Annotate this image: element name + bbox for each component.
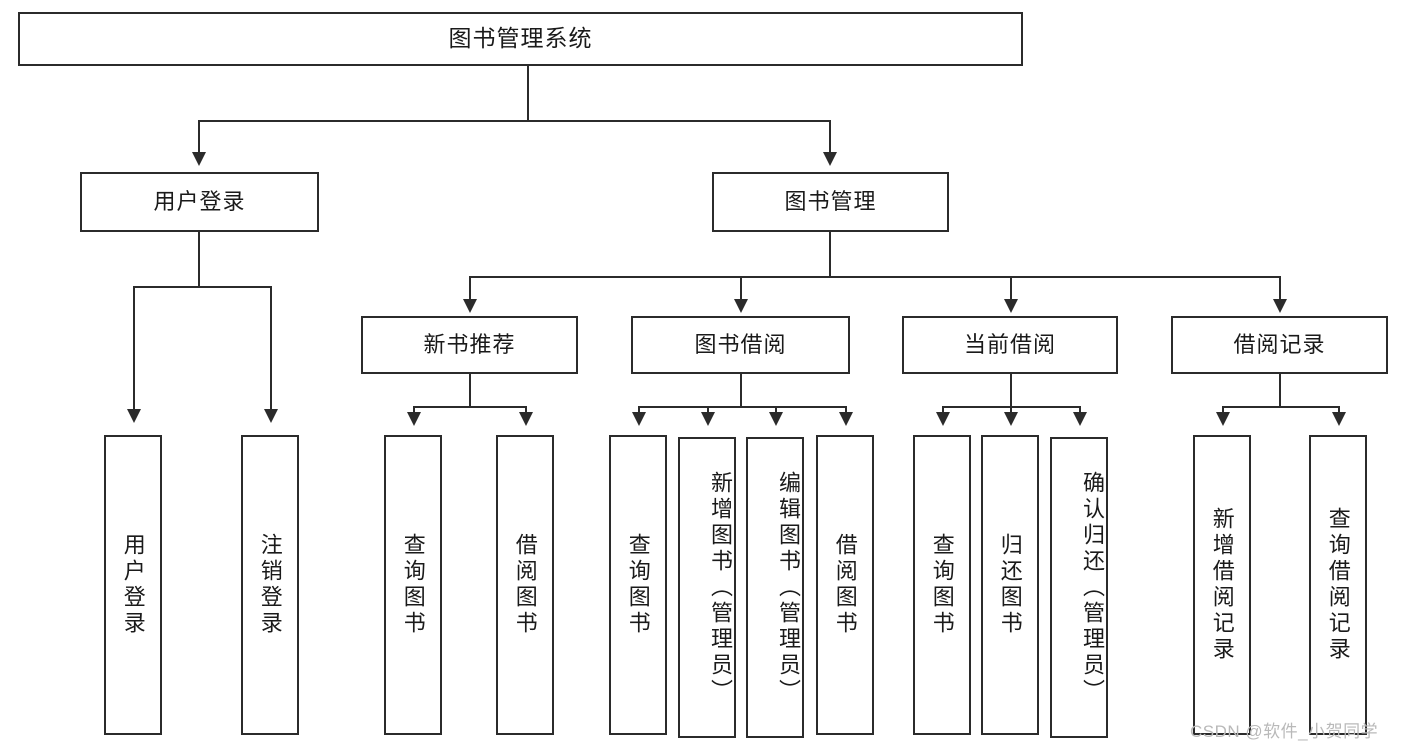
arrowhead-new-books-to-leaf-2 [519,412,533,426]
arrowhead-current-to-leaf-1 [936,412,950,426]
node-new-book-recommend[interactable]: 新书推荐 [361,316,578,374]
connector-user-login-to-leaf-2 [270,286,272,410]
node-book-borrow[interactable]: 图书借阅 [631,316,850,374]
arrowhead-borrow-to-leaf-1 [632,412,646,426]
connector-new-books-bus [413,406,526,408]
connector-book-mgmt-to-borrow [740,276,742,300]
connector-new-books-to-leaf-2 [525,406,527,414]
connector-borrow-stem [740,374,742,406]
connector-new-books-stem [469,374,471,406]
connector-user-login-stem [198,232,200,286]
node-root-system[interactable]: 图书管理系统 [18,12,1023,66]
connector-current-to-leaf-1 [942,406,944,414]
node-borrow-records[interactable]: 借阅记录 [1171,316,1388,374]
leaf-query-borrow-record[interactable]: 查询借阅记录 [1309,435,1367,735]
connector-user-login-bus [133,286,271,288]
leaf-return-book[interactable]: 归还图书 [981,435,1039,735]
connector-current-to-leaf-2 [1010,406,1012,414]
arrowhead-records-to-leaf-1 [1216,412,1230,426]
connector-root-to-book-mgmt [829,120,831,153]
arrowhead-user-login-to-leaf-1 [127,409,141,423]
connector-borrow-to-leaf-1 [638,406,640,414]
csdn-watermark: CSDN @软件_小贺同学 [1190,722,1379,741]
connector-user-login-to-leaf-1 [133,286,135,410]
connector-current-stem [1010,374,1012,406]
arrowhead-root-to-book-mgmt [823,152,837,166]
leaf-logout[interactable]: 注销登录 [241,435,299,735]
connector-records-to-leaf-1 [1222,406,1224,414]
leaf-query-book-borrow[interactable]: 查询图书 [609,435,667,735]
arrowhead-user-login-to-leaf-2 [264,409,278,423]
connector-borrow-to-leaf-4 [845,406,847,414]
leaf-borrow-book[interactable]: 借阅图书 [816,435,874,735]
node-current-borrow[interactable]: 当前借阅 [902,316,1118,374]
arrowhead-current-to-leaf-2 [1004,412,1018,426]
connector-borrow-to-leaf-2 [707,406,709,414]
node-book-management[interactable]: 图书管理 [712,172,949,232]
connector-records-to-leaf-2 [1338,406,1340,414]
leaf-user-login[interactable]: 用户登录 [104,435,162,735]
leaf-borrow-book-recommend[interactable]: 借阅图书 [496,435,554,735]
arrowhead-borrow-to-leaf-3 [769,412,783,426]
arrowhead-borrow-to-leaf-2 [701,412,715,426]
connector-root-stem [527,66,529,120]
connector-current-to-leaf-3 [1079,406,1081,414]
arrowhead-records-to-leaf-2 [1332,412,1346,426]
connector-new-books-to-leaf-1 [413,406,415,414]
connector-book-mgmt-to-records [1279,276,1281,300]
leaf-query-book-current[interactable]: 查询图书 [913,435,971,735]
connector-root-bus [198,120,830,122]
arrowhead-book-mgmt-to-current [1004,299,1018,313]
arrowhead-root-to-user-login [192,152,206,166]
connector-book-mgmt-to-new-books [469,276,471,300]
connector-root-to-user-login [198,120,200,153]
connector-records-stem [1279,374,1281,406]
connector-book-mgmt-to-current [1010,276,1012,300]
leaf-confirm-return-admin[interactable]: 确认归还（管理员） [1050,437,1108,738]
connector-borrow-to-leaf-3 [775,406,777,414]
leaf-add-book-admin[interactable]: 新增图书（管理员） [678,437,736,738]
arrowhead-borrow-to-leaf-4 [839,412,853,426]
arrowhead-book-mgmt-to-borrow [734,299,748,313]
arrowhead-book-mgmt-to-records [1273,299,1287,313]
arrowhead-current-to-leaf-3 [1073,412,1087,426]
node-user-login[interactable]: 用户登录 [80,172,319,232]
connector-book-mgmt-bus [469,276,1280,278]
connector-records-bus [1222,406,1338,408]
leaf-add-borrow-record[interactable]: 新增借阅记录 [1193,435,1251,735]
connector-book-mgmt-stem [829,232,831,276]
leaf-query-book-recommend[interactable]: 查询图书 [384,435,442,735]
arrowhead-new-books-to-leaf-1 [407,412,421,426]
arrowhead-book-mgmt-to-new-books [463,299,477,313]
connector-borrow-bus [638,406,846,408]
leaf-edit-book-admin[interactable]: 编辑图书（管理员） [746,437,804,738]
